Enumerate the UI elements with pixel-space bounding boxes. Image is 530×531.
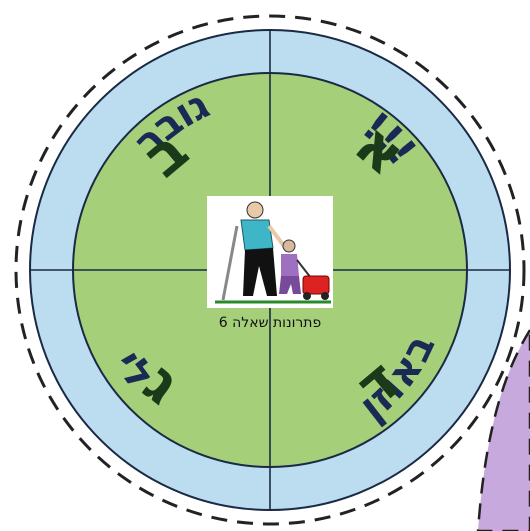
center-illustration (207, 196, 333, 308)
center-caption: פתרונות שאלה 6 (172, 315, 368, 331)
man-and-child-icon (207, 196, 333, 308)
